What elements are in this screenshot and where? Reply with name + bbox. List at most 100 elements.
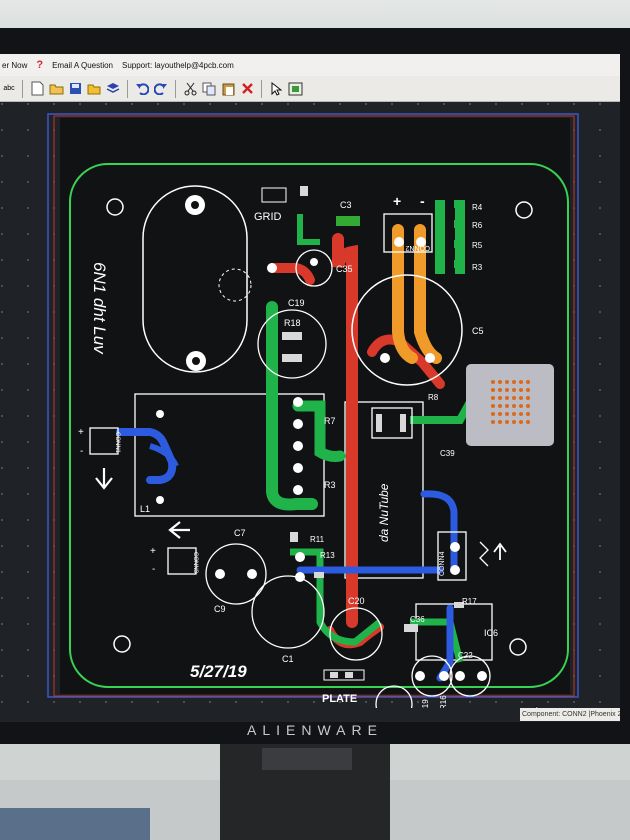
connector-conn1 <box>89 427 119 455</box>
heatsink-via <box>505 420 509 424</box>
heatsink-via <box>519 412 523 416</box>
save-icon[interactable] <box>67 81 83 97</box>
undo-icon[interactable] <box>134 81 150 97</box>
heatsink-vias <box>491 380 530 424</box>
arrow-left-icon <box>168 521 190 539</box>
heatsink-via <box>519 420 523 424</box>
label-c5: C5 <box>472 326 484 336</box>
component-icon[interactable] <box>287 81 303 97</box>
heatsink-via <box>498 380 502 384</box>
menu-item-order-now[interactable]: er Now <box>2 60 28 70</box>
desk-clutter <box>0 808 150 840</box>
heatsink-via <box>498 396 502 400</box>
mounting-hole <box>515 201 533 219</box>
monitor-brand-logo: ALIENWARE <box>247 722 383 738</box>
mouse-cursor-icon <box>535 705 539 708</box>
menu-bar: er Now ? Email A Question Support: layou… <box>0 54 620 76</box>
label-plus-left: + <box>78 427 84 438</box>
label-minus-left: - <box>80 446 83 457</box>
capacitor-c19-outline <box>257 309 327 379</box>
orange-trace <box>392 224 418 364</box>
label-r13: R13 <box>320 551 335 560</box>
pointer-icon[interactable] <box>268 81 284 97</box>
heatsink-via <box>498 404 502 408</box>
socket-hole-inner <box>191 201 199 209</box>
folder-icon[interactable] <box>86 81 102 97</box>
heatsink-via <box>512 388 516 392</box>
label-r18: R18 <box>284 318 301 328</box>
open-icon[interactable] <box>48 81 64 97</box>
heatsink-via <box>498 388 502 392</box>
green-trace <box>297 214 320 245</box>
heatsink-via <box>526 420 530 424</box>
text-tool-button[interactable]: abc <box>3 85 15 92</box>
label-c20: C20 <box>348 596 365 606</box>
heatsink-via <box>498 412 502 416</box>
heatsink-via <box>512 380 516 384</box>
toolbar-separator <box>175 79 176 98</box>
label-r3b: R3 <box>472 263 483 272</box>
connector-conn3 <box>167 547 197 575</box>
heatsink-via <box>491 388 495 392</box>
heatsink-via <box>512 420 516 424</box>
toolbar: abc <box>0 76 620 102</box>
heatsink-via <box>491 420 495 424</box>
label-r16: R16 <box>439 695 448 708</box>
connector-conn4 <box>437 531 467 581</box>
heatsink-via <box>519 396 523 400</box>
layers-icon[interactable] <box>105 81 121 97</box>
capacitor-c36-outline <box>449 655 491 697</box>
cut-icon[interactable] <box>182 81 198 97</box>
label-c3: C3 <box>340 200 352 210</box>
nutube-outline <box>344 401 424 579</box>
label-grid: GRID <box>254 211 282 223</box>
blue-trace <box>149 443 179 468</box>
menu-item-email-question[interactable]: Email A Question <box>52 60 113 70</box>
heatsink <box>466 364 554 446</box>
label-l1: L1 <box>140 504 150 514</box>
paste-icon[interactable] <box>220 81 236 97</box>
capacitor-c22-outline <box>411 655 453 697</box>
socket-hole-inner <box>192 357 200 365</box>
copy-icon[interactable] <box>201 81 217 97</box>
toolbar-separator <box>261 79 262 98</box>
heatsink-via <box>491 404 495 408</box>
board-outline <box>69 163 569 688</box>
delete-icon[interactable] <box>239 81 255 97</box>
label-c22: C22 <box>458 651 473 660</box>
green-trace <box>266 301 318 511</box>
label-c35: C35 <box>336 264 353 274</box>
heatsink-via <box>505 380 509 384</box>
menu-item-support[interactable]: Support: layouthelp@4pcb.com <box>122 60 234 70</box>
heatsink-via <box>526 404 530 408</box>
heatsink-via <box>505 404 509 408</box>
label-conn4: CONN4 <box>439 551 446 576</box>
toolbar-separator <box>22 79 23 98</box>
socket-notch <box>218 268 252 302</box>
capacitor-c9-outline <box>205 543 267 605</box>
heatsink-via <box>526 388 530 392</box>
board-frame-red <box>53 115 575 697</box>
heatsink-via <box>526 396 530 400</box>
board-frame-blue <box>47 113 579 698</box>
label-minus-top: - <box>420 193 425 209</box>
capacitor-c35-outline <box>295 249 333 287</box>
board-date: 5/27/19 <box>190 662 247 681</box>
label-r5: R5 <box>472 241 483 250</box>
label-r17: R17 <box>462 597 477 606</box>
heatsink-via <box>519 388 523 392</box>
label-conn1: CONN1 <box>114 432 120 454</box>
capacitor-plate-outline <box>375 685 413 708</box>
red-trace <box>332 233 358 628</box>
new-icon[interactable] <box>29 81 45 97</box>
label-c9: C9 <box>214 604 226 614</box>
tube-socket-outline <box>142 185 248 373</box>
redo-icon[interactable] <box>153 81 169 97</box>
heatsink-via <box>491 380 495 384</box>
pcb-canvas[interactable]: 6N1 dht Luv 5/27/19 da NuTube GRID PLATE… <box>0 102 620 708</box>
heatsink-via <box>491 396 495 400</box>
board-title: 6N1 dht Luv <box>90 262 109 355</box>
capacitor-c20-outline <box>329 607 383 661</box>
label-plus-mid: + <box>150 546 156 557</box>
status-bar: Component: CONN2 |Phoenix 2 H <box>520 708 620 721</box>
